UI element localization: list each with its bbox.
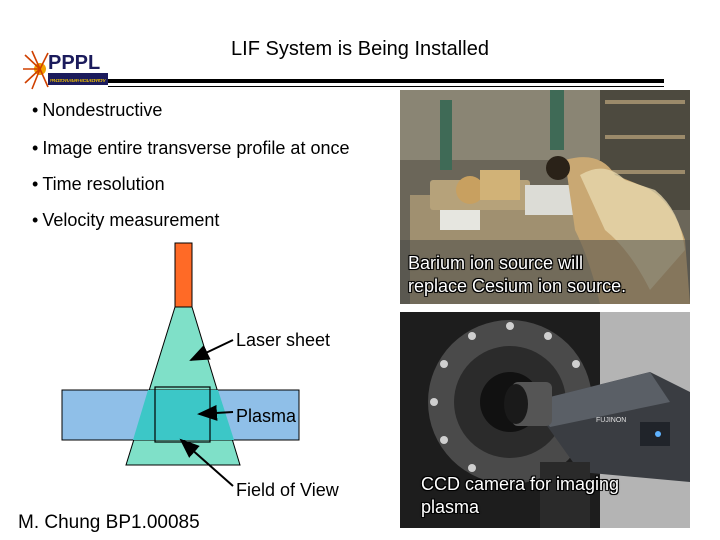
laser-sheet-label: Laser sheet [236,330,331,350]
laser-source [174,242,193,308]
plasma-label: Plasma [236,406,297,426]
ccd-camera-photo: FUJINON [400,312,690,528]
bullet-time-resolution: Time resolution [32,174,164,195]
ion-source-caption-line2: replace Cesium ion source. [408,276,627,296]
title-rule [108,79,664,83]
ccd-camera-caption: CCD camera for imaging plasma [421,473,619,519]
bullet-image-profile: Image entire transverse profile at once [32,138,349,159]
ccd-camera-image: FUJINON [400,312,690,528]
footer-citation: M. Chung BP1.00085 [18,512,200,533]
slide-title: LIF System is Being Installed [231,38,489,60]
pppl-logo: PPPL PRINCETON PLASMA PHYSICS LABORATORY [23,50,108,90]
bullet-velocity: Velocity measurement [32,210,219,231]
ccd-camera-caption-line1: CCD camera for imaging [421,474,620,494]
ccd-camera-caption-line2: plasma [421,497,480,517]
logo-text: PPPL [48,52,100,74]
ion-source-caption: Barium ion source will replace Cesium io… [408,252,626,298]
camera-brand: FUJINON [596,417,626,424]
laser-sheet-arrow [189,339,234,361]
fov-label: Field of View [236,480,339,500]
lab-scene-image [400,90,690,304]
plasma-sheet-overlap [133,390,234,440]
bullet-nondestructive: Nondestructive [32,100,162,121]
ion-source-caption-line1: Barium ion source will [408,253,584,273]
sunburst-icon [23,50,49,90]
fov-arrow [179,438,234,487]
ion-source-photo [400,90,690,304]
logo-subtext: PRINCETON PLASMA PHYSICS LABORATORY [50,78,106,83]
title-rule-thin [108,86,664,87]
plasma-arrow [197,404,234,421]
